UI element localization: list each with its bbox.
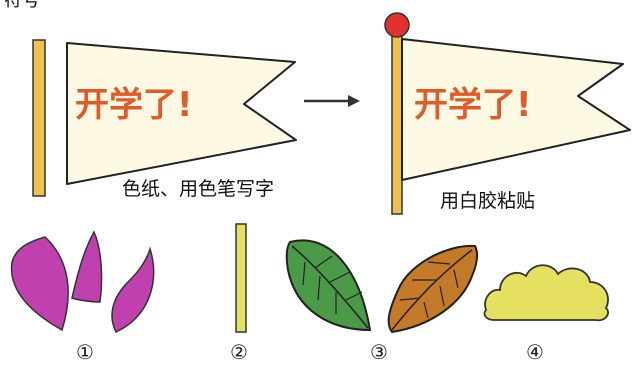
right-pole xyxy=(391,33,403,215)
material-number-4: ④ xyxy=(526,340,544,364)
petals-icon xyxy=(10,230,155,333)
brown-leaf-icon xyxy=(387,244,478,334)
right-flag xyxy=(401,38,631,181)
bush-icon xyxy=(483,264,609,322)
material-number-3: ③ xyxy=(370,340,388,364)
material-number-2: ② xyxy=(230,340,248,364)
arrow-icon xyxy=(304,95,360,107)
material-number-1: ① xyxy=(76,340,94,364)
pole-ball-icon xyxy=(384,12,410,38)
stick-icon xyxy=(235,223,247,333)
left-pole xyxy=(32,39,46,197)
left-flag-text: 开学了! xyxy=(75,85,193,125)
caption-left: 色纸、用色笔写字 xyxy=(122,178,275,200)
caption-right: 用白胶粘贴 xyxy=(440,190,536,212)
left-flag xyxy=(66,42,297,185)
green-leaf-icon xyxy=(285,239,372,332)
right-flag-text: 开学了! xyxy=(414,85,532,125)
top-partial-text: 符号 xyxy=(4,0,40,11)
